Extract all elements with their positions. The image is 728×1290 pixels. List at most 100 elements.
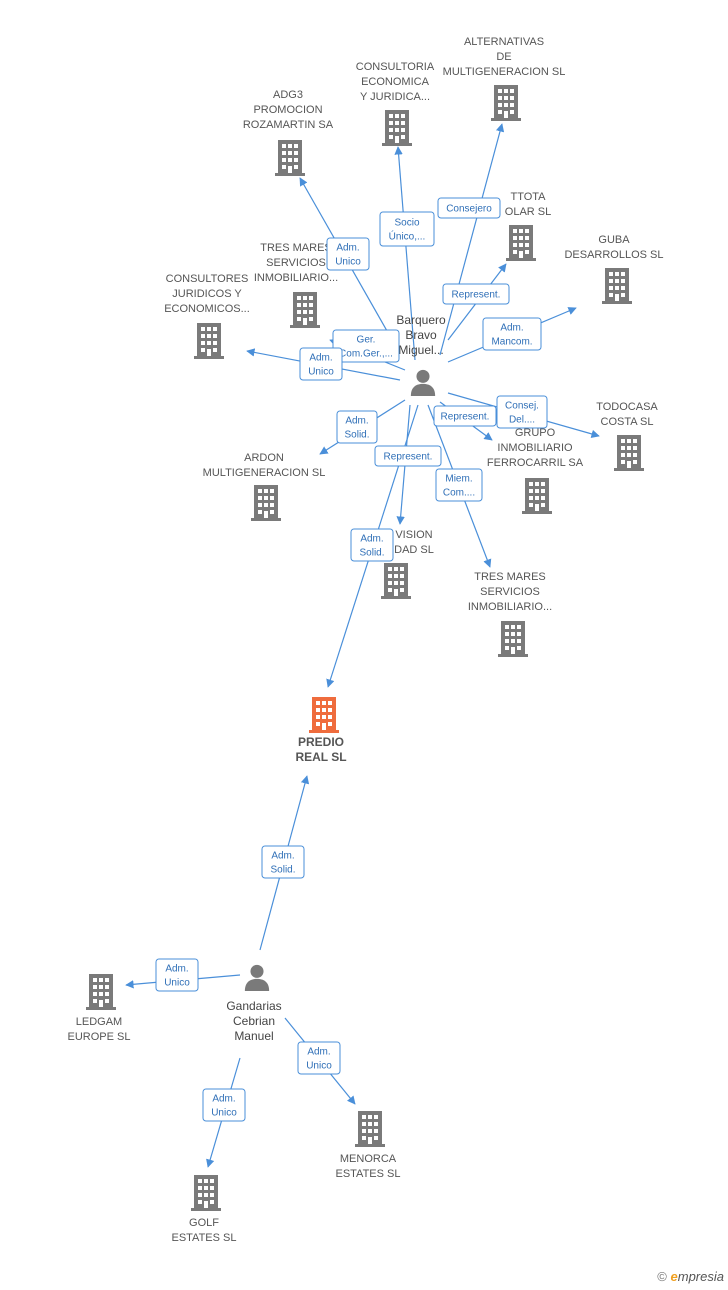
edge-line-e_alternativas: [439, 123, 505, 356]
edge-label-e_ttota[interactable]: Represent.: [442, 283, 510, 305]
edge-label-box: [336, 410, 378, 444]
edge-line-e_consultoria: [394, 146, 416, 361]
edge-label-text: Adm.: [345, 416, 368, 427]
edge-label-e_vision[interactable]: Represent.: [374, 445, 442, 467]
edge-label-text: Com.Ger.,...: [339, 349, 393, 360]
edge-label-e_adg3[interactable]: Adm.Unico: [326, 237, 370, 271]
node-label-line: ADG3: [273, 89, 303, 101]
edge-label-text: Solid.: [270, 865, 295, 876]
copyright-symbol: ©: [657, 1269, 667, 1284]
edge-label-box: [332, 329, 400, 363]
node-consultoria_ec[interactable]: CONSULTORIA ECONOMICA Y JURIDICA...: [356, 61, 435, 146]
edge-label-box: [437, 197, 501, 219]
edge-label-e_golf[interactable]: Adm.Unico: [202, 1088, 246, 1122]
edge-label-text: Unico: [308, 367, 334, 378]
building-icon: [381, 563, 411, 599]
edge-label-box: [326, 237, 370, 271]
edge-label-e_menorca[interactable]: Adm.Unico: [297, 1041, 341, 1075]
node-label-line: JURIDICOS Y: [172, 288, 242, 300]
node-label-line: ECONOMICOS...: [164, 303, 250, 315]
building-icon: [86, 974, 116, 1010]
edge-label-text: Ger.: [357, 335, 376, 346]
edge-label-e_ledgam[interactable]: Adm.Unico: [155, 958, 199, 992]
node-label-line: INMOBILIARIO: [497, 442, 573, 454]
edge-label-box: [350, 528, 394, 562]
brand-logo-text: mpresia: [677, 1269, 724, 1284]
node-label-line: TRES MARES: [260, 242, 332, 254]
node-tres_mares_2[interactable]: TRES MARESSERVICIOSINMOBILIARIO...: [468, 571, 552, 657]
person-icon: [410, 369, 436, 396]
node-label-line: CONSULTORIA: [356, 61, 435, 73]
node-label-line: MULTIGENERACION SL: [203, 467, 326, 479]
building-icon: [491, 85, 521, 121]
footer-brand[interactable]: © empresia: [657, 1269, 724, 1284]
edge-label-text: Solid.: [344, 430, 369, 441]
node-ardon[interactable]: ARDON MULTIGENERACION SL: [203, 452, 326, 521]
node-barquero[interactable]: BarqueroBravoMiguel...: [396, 313, 446, 396]
edge-label-e_alternativas[interactable]: Consejero: [437, 197, 501, 219]
node-label-line: ARDON: [244, 452, 284, 464]
node-label-line: Y JURIDICA...: [360, 91, 430, 103]
node-label-line: PREDIO: [298, 735, 344, 749]
edge-label-e_tres_mares_2[interactable]: Miem.Com....: [435, 468, 483, 502]
edge-label-text: Adm.: [500, 323, 523, 334]
edge-label-e_consultoria[interactable]: SocioÚnico,...: [379, 211, 435, 247]
edge-label-text: Único,...: [389, 230, 426, 243]
node-label-line: TRES MARES: [474, 571, 546, 583]
edge-label-e_predio_gandarias[interactable]: Adm. Solid.: [261, 845, 305, 879]
node-label-line: DESARROLLOS SL: [564, 249, 663, 261]
node-label-line: VISION: [395, 529, 432, 541]
node-vision[interactable]: VISION DAD SL: [381, 529, 434, 599]
node-label-line: FERROCARRIL SA: [487, 457, 584, 469]
edge-label-text: Represent.: [384, 452, 433, 463]
node-label-line: ESTATES SL: [335, 1168, 400, 1180]
node-label-line: Gandarias: [226, 999, 281, 1013]
edge-label-box: [435, 468, 483, 502]
node-label-line: DE: [496, 51, 511, 63]
edge-label-box: [496, 395, 548, 429]
edge-label-text: Adm.: [360, 534, 383, 545]
edge-label-text: Adm.: [271, 851, 294, 862]
node-guba[interactable]: GUBA DESARROLLOS SL: [564, 234, 664, 304]
edge-label-e_ardon[interactable]: Adm. Solid.: [336, 410, 378, 444]
node-label-line: ECONOMICA: [361, 76, 430, 88]
node-label-line: SERVICIOS: [266, 257, 326, 269]
building-icon: [290, 292, 320, 328]
node-tres_mares_1[interactable]: TRES MARESSERVICIOSINMOBILIARIO...: [254, 242, 338, 328]
node-grupo_inmob[interactable]: GRUPO INMOBILIARIO FERROCARRIL SA: [487, 427, 584, 514]
edge-label-text: Solid.: [359, 548, 384, 559]
edge-label-text: Miem.: [445, 474, 472, 485]
building-icon: [506, 225, 536, 261]
building-icon: [355, 1111, 385, 1147]
node-label-line: MULTIGENERACION SL: [443, 66, 566, 78]
edge-label-e_guba[interactable]: Adm.Mancom.: [482, 317, 542, 351]
edge-label-box: [374, 445, 442, 467]
edge-label-text: Adm.: [309, 353, 332, 364]
node-label-line: DAD SL: [394, 544, 434, 556]
edge-label-text: Unico: [335, 257, 361, 268]
edge-label-e_todocasa[interactable]: Consej.Del....: [496, 395, 548, 429]
node-label-line: GUBA: [598, 234, 630, 246]
edge-label-e_consultores[interactable]: Adm. Unico: [299, 347, 343, 381]
building-icon: [275, 140, 305, 176]
node-label-line: Cebrian: [233, 1014, 275, 1028]
node-label-line: GRUPO: [515, 427, 556, 439]
edge-label-text: Adm.: [212, 1094, 235, 1105]
node-label-line: Bravo: [405, 328, 437, 342]
node-label-line: ROZAMARTIN SA: [243, 119, 334, 131]
edge-label-e_predio_barquero[interactable]: Adm. Solid.: [350, 528, 394, 562]
edge-label-e_tres_mares_1[interactable]: Ger. Com.Ger.,...: [332, 329, 400, 363]
edge-label-e_grupo[interactable]: Represent.: [433, 405, 497, 427]
edge-label-box: [482, 317, 542, 351]
